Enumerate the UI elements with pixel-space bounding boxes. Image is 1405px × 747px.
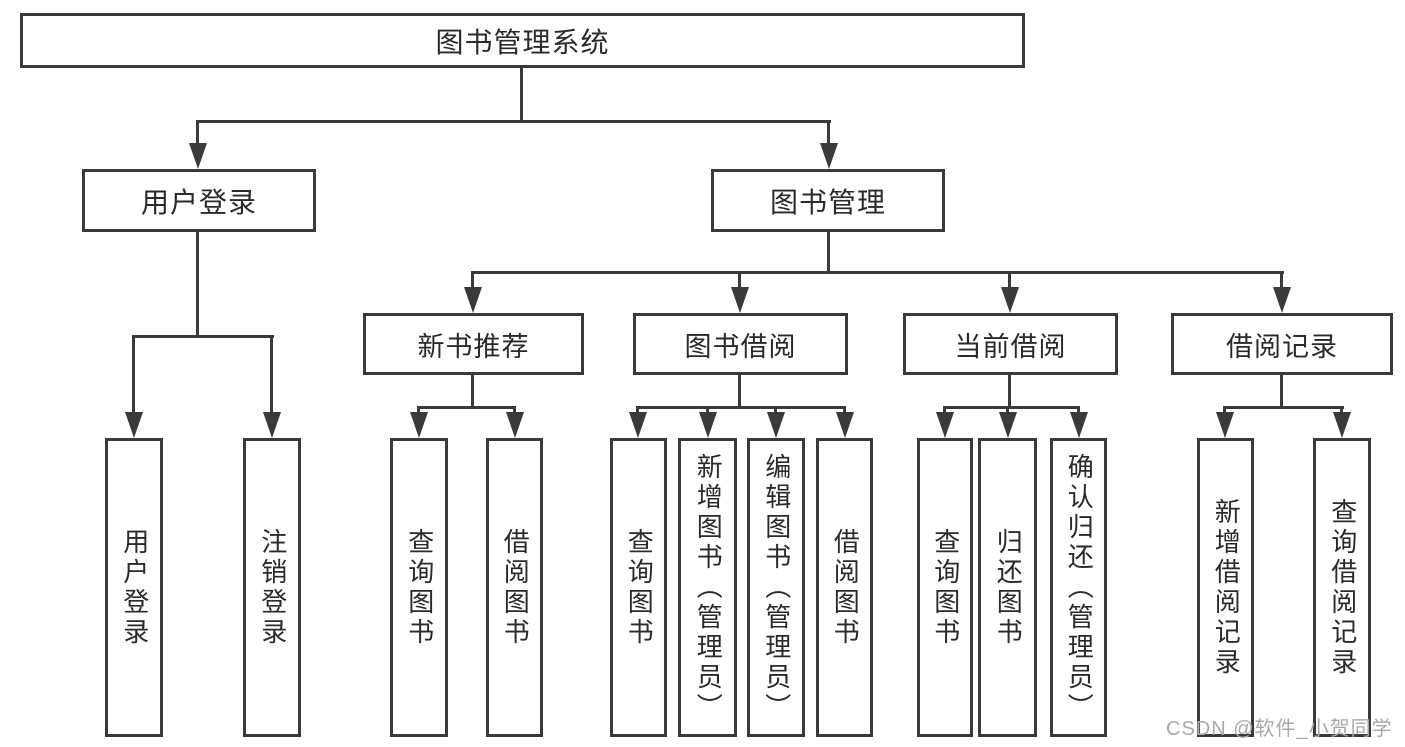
node-label: 查询图书 [624, 527, 655, 648]
node-label: 确认归还（管理员） [1064, 452, 1095, 723]
connector-book-borrow-stem [738, 375, 741, 409]
node-query-books-current: 查询图书 [917, 438, 973, 737]
arrow-down-icon [731, 287, 749, 313]
connector-new-books-branch [418, 406, 516, 409]
node-user-login: 用户登录 [82, 169, 316, 232]
arrow-down-icon [1333, 412, 1351, 438]
node-label: 图书管理 [769, 186, 886, 218]
node-label: 注销登录 [257, 527, 288, 648]
csdn-watermark: CSDN @软件_小贺同学 [1166, 718, 1393, 740]
arrow-down-icon [936, 412, 954, 438]
node-borrow-books-borrow: 借阅图书 [816, 438, 873, 737]
connector-drop [1280, 271, 1283, 289]
node-book-mgmt: 图书管理 [711, 169, 945, 232]
node-label: 编辑图书（管理员） [761, 452, 792, 723]
node-label: 用户登录 [140, 186, 257, 218]
node-book-borrow: 图书借阅 [633, 313, 848, 375]
arrow-down-icon [125, 412, 143, 438]
node-label: 查询借阅记录 [1327, 497, 1358, 678]
connector-drop [513, 406, 516, 414]
node-label: 新增图书（管理员） [693, 452, 724, 723]
arrow-down-icon [699, 412, 717, 438]
arrow-down-icon [464, 287, 482, 313]
connector-drop [943, 406, 946, 414]
connector-drop [706, 406, 709, 414]
node-borrow-records: 借阅记录 [1171, 313, 1393, 375]
node-label: 图书管理系统 [435, 26, 610, 58]
connector-drop [1008, 271, 1011, 289]
connector-user-login-branch [133, 335, 274, 338]
arrow-down-icon [1070, 412, 1088, 438]
node-add-books-admin: 新增图书（管理员） [678, 438, 737, 737]
arrow-down-icon [836, 412, 854, 438]
node-current-borrow: 当前借阅 [903, 313, 1118, 375]
connector-drop [1340, 406, 1343, 414]
connector-book-mgmt-branch [472, 271, 1284, 274]
connector-drop-user-login [196, 120, 199, 145]
arrow-down-icon [410, 412, 428, 438]
arrow-down-icon [629, 412, 647, 438]
connector-drop [738, 271, 741, 289]
connector-drop [132, 335, 135, 414]
arrow-down-icon [1216, 412, 1234, 438]
connector-drop [774, 406, 777, 414]
connector-borrow-records-branch [1224, 406, 1344, 409]
connector-user-login-stem [196, 232, 199, 336]
connector-drop [417, 406, 420, 414]
node-label: 归还图书 [993, 527, 1024, 648]
node-add-borrow-record: 新增借阅记录 [1197, 438, 1254, 737]
node-logout: 注销登录 [243, 438, 301, 737]
node-library-management-system: 图书管理系统 [20, 13, 1025, 68]
connector-book-borrow-branch [637, 406, 846, 409]
arrow-down-icon [820, 143, 838, 169]
connector-root-stem [520, 68, 523, 120]
node-query-books-borrow: 查询图书 [610, 438, 667, 737]
arrow-down-icon [767, 412, 785, 438]
node-return-books: 归还图书 [978, 438, 1037, 737]
arrow-down-icon [506, 412, 524, 438]
arrow-down-icon [1273, 287, 1291, 313]
connector-drop [1223, 406, 1226, 414]
node-user-login-leaf: 用户登录 [105, 438, 163, 737]
connector-drop-book-mgmt [827, 120, 830, 145]
node-label: 查询图书 [404, 527, 435, 648]
node-label: 图书借阅 [684, 331, 797, 362]
node-borrow-books-new: 借阅图书 [486, 438, 543, 737]
node-label: 新书推荐 [417, 331, 530, 362]
connector-new-books-stem [471, 375, 474, 409]
node-label: 当前借阅 [954, 331, 1067, 362]
connector-current-borrow-stem [1008, 375, 1011, 409]
node-label: 新增借阅记录 [1211, 497, 1242, 678]
arrow-down-icon [263, 412, 281, 438]
node-label: 借阅图书 [830, 527, 861, 648]
connector-book-mgmt-stem [827, 232, 830, 273]
connector-drop [1077, 406, 1080, 414]
connector-drop [270, 335, 273, 414]
arrow-down-icon [1001, 287, 1019, 313]
node-query-borrow-record: 查询借阅记录 [1313, 438, 1371, 737]
node-edit-books-admin: 编辑图书（管理员） [747, 438, 805, 737]
connector-root-branch [197, 120, 831, 123]
connector-drop [636, 406, 639, 414]
node-label: 用户登录 [119, 527, 150, 648]
connector-drop [471, 271, 474, 289]
arrow-down-icon [999, 412, 1017, 438]
arrow-down-icon [189, 143, 207, 169]
connector-borrow-records-stem [1280, 375, 1283, 409]
node-label: 借阅记录 [1226, 331, 1338, 362]
connector-drop [1006, 406, 1009, 414]
node-query-books-new: 查询图书 [390, 438, 448, 737]
connector-drop [843, 406, 846, 414]
node-label: 查询图书 [930, 527, 961, 648]
node-confirm-return-admin: 确认归还（管理员） [1050, 438, 1107, 737]
node-label: 借阅图书 [500, 527, 531, 648]
connector-current-borrow-branch [944, 406, 1080, 409]
node-new-books: 新书推荐 [363, 313, 584, 375]
